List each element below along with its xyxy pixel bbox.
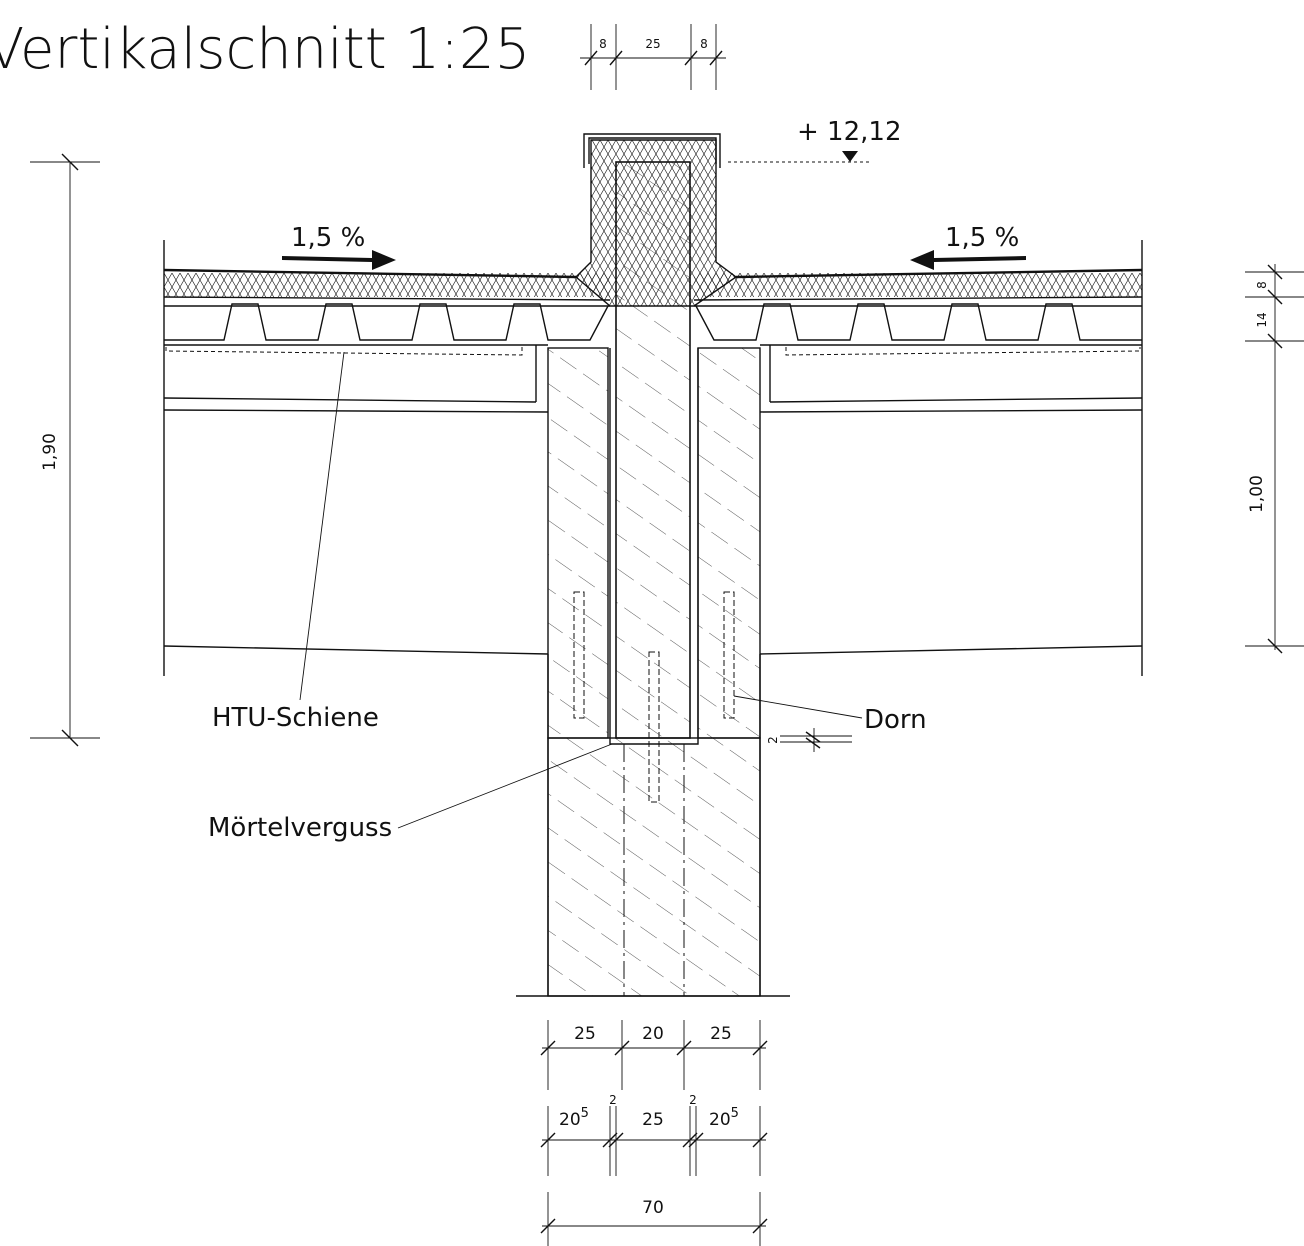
dowel-leader-line [733,695,863,719]
dim-b2-left: 20 [559,1110,581,1130]
left-height-dimension: 1,90 [30,153,100,747]
dowel-right [723,591,735,719]
gap-dimension: 2 [766,728,852,752]
slope-left-label: 1,5 % [291,223,365,253]
level-value: + 12,12 [797,117,901,147]
dim-b2-gap-left: 2 [609,1093,617,1107]
dim-b1-left: 25 [574,1024,596,1044]
bottom-dim-row1: 25 20 25 [540,1020,768,1090]
roof-left: 1,5 % [163,223,611,676]
dim-left-height: 1,90 [40,433,60,471]
dim-gap: 2 [766,736,780,744]
bottom-dim-total: 70 [540,1192,768,1246]
label-dowel: Dorn [864,705,927,735]
dim-b2-gap-right: 2 [689,1093,697,1107]
dim-b2-left-sup: 5 [581,1106,589,1121]
dim-b2-mid: 25 [642,1110,664,1130]
htu-rail-right [785,347,1141,356]
dim-b2-right: 20 [709,1110,731,1130]
bottom-dim-row2: 205 2 25 2 205 [540,1093,768,1176]
trapezoidal-sheet-left [164,303,609,341]
dowel-center [648,651,660,803]
grout-leader-line [397,743,613,829]
dim-right-14: 14 [1255,312,1269,327]
svg-text:205: 205 [559,1106,589,1130]
dim-b1-mid: 20 [642,1024,664,1044]
lower-column [516,654,790,997]
level-mark: + 12,12 [728,117,901,163]
label-grout: Mörtelverguss [208,813,392,843]
dim-b2-right-sup: 5 [731,1106,739,1121]
column-right [697,347,761,739]
drawing-title: Vertikalschnitt 1:25 [0,17,530,82]
grout-joint [609,348,699,745]
slope-arrow-left-icon [282,250,396,270]
roof-right: 1,5 % [693,223,1143,676]
slope-arrow-right-icon [910,250,1026,270]
dowel-left [573,591,585,719]
svg-text:205: 205 [709,1106,739,1130]
column-left [547,347,609,739]
trapezoidal-sheet-right [695,303,1142,341]
level-triangle-icon [842,151,858,162]
column-center [609,161,699,745]
roof-insulation-left [164,273,610,297]
right-dimension-stack: 8 14 1,00 [1245,264,1304,654]
rail-leader-line [299,351,345,701]
dim-right-100: 1,00 [1247,475,1267,513]
roof-insulation-right [694,273,1142,297]
slope-right-label: 1,5 % [945,223,1019,253]
parapet-flashing [583,133,721,168]
label-rail: HTU-Schiene [212,703,379,733]
dim-b1-right: 25 [710,1024,732,1044]
dim-top-mid: 25 [645,37,660,51]
top-dimension-chain: 8 25 8 [580,24,726,90]
dim-right-8: 8 [1255,281,1269,289]
dim-top-left: 8 [599,37,607,51]
dim-total: 70 [642,1198,664,1218]
dim-top-right: 8 [700,37,708,51]
